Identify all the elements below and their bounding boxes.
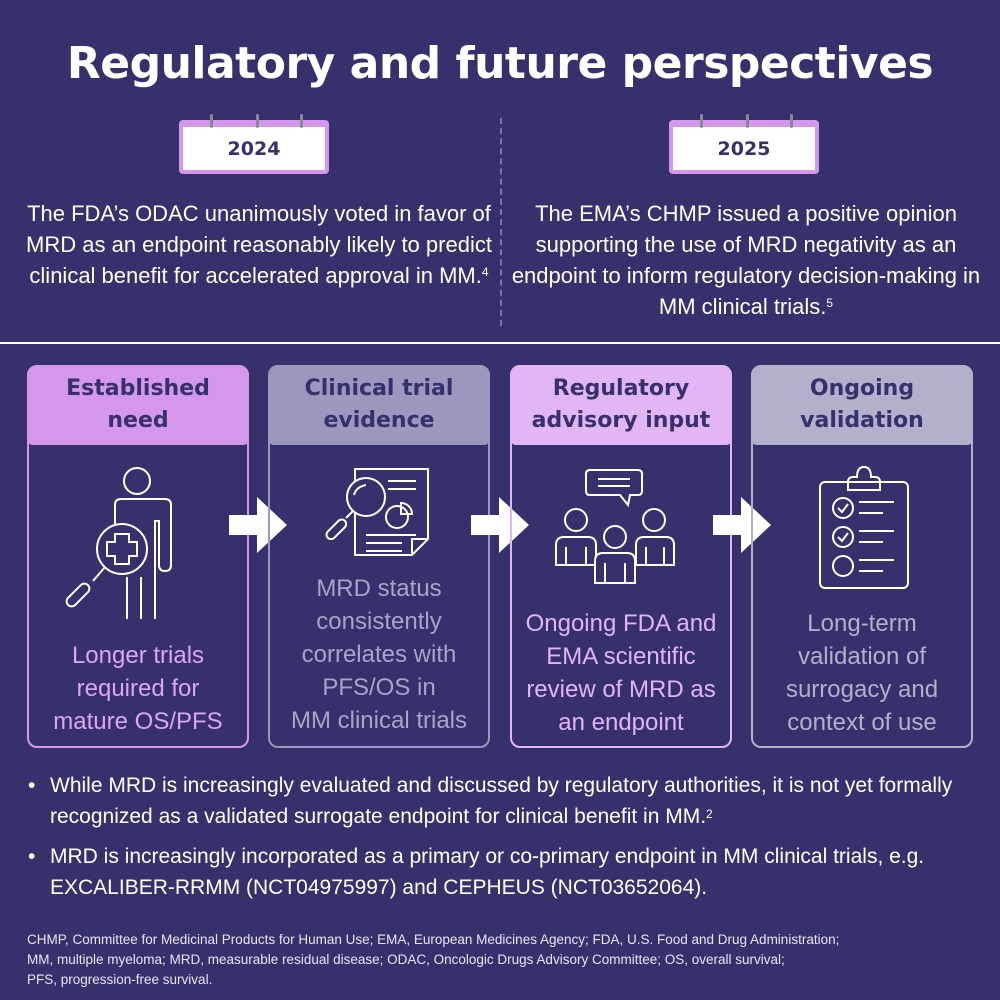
body-line: Long-term <box>807 610 917 637</box>
calendar-2024-icon: 2024 <box>179 114 329 174</box>
heading-line: validation <box>800 408 924 433</box>
body-line: consistently <box>316 608 442 635</box>
year-label-2024: 2024 <box>227 137 281 160</box>
body-line: MM clinical trials <box>290 707 467 734</box>
calendar-2025-icon: 2025 <box>669 114 819 174</box>
reference-number: 4 <box>481 265 489 279</box>
calendar-ring <box>210 114 213 128</box>
body-line: Ongoing FDA and <box>525 610 717 637</box>
arrow-right-icon <box>229 497 287 553</box>
body-line: PFS/OS in <box>322 674 436 701</box>
arrow-right-icon <box>713 497 771 553</box>
heading-line: need <box>107 408 169 433</box>
group-discussion-icon <box>555 469 675 584</box>
card-heading: Regulatory advisory input <box>510 365 732 445</box>
card-clinical-trial-evidence: Clinical trial evidence MRD status consis… <box>268 365 490 748</box>
page-title: Regulatory and future perspectives <box>66 38 934 89</box>
year-label-2025: 2025 <box>717 137 771 160</box>
reference-number: 5 <box>826 296 834 310</box>
section-divider <box>0 342 1000 344</box>
body-line: MRD status <box>316 575 442 602</box>
timeline-text-2024: The FDA’s ODAC unanimously voted in favo… <box>24 198 494 291</box>
arrow-right-icon <box>471 497 529 553</box>
calendar-ring <box>256 114 259 128</box>
heading-line: Established <box>66 376 210 401</box>
timeline-divider <box>500 118 502 326</box>
timeline-text-2025: The EMA’s CHMP issued a positive opinion… <box>511 198 981 322</box>
body-line: surrogacy and <box>785 676 939 703</box>
timeline-text: The EMA’s CHMP issued a positive opinion… <box>511 201 981 319</box>
timeline-text: The FDA’s ODAC unanimously voted in favo… <box>26 201 492 288</box>
clipboard-checklist-icon <box>819 465 909 589</box>
body-line: mature OS/PFS <box>53 708 223 735</box>
reference-number: 2 <box>706 807 713 821</box>
calendar-ring <box>790 114 793 128</box>
heading-line: Regulatory <box>552 376 690 401</box>
body-line: review of MRD as <box>526 676 716 703</box>
person-magnifier-medical-cross-icon <box>65 467 172 619</box>
heading-line: Clinical trial <box>304 376 454 401</box>
footnote-line: MM, multiple myeloma; MRD, measurable re… <box>27 952 785 967</box>
body-line: required for <box>76 675 200 702</box>
body-line: EMA scientific <box>546 643 696 670</box>
calendar-ring <box>700 114 703 128</box>
card-heading: Ongoing validation <box>751 365 973 445</box>
card-body: Longer trials required for mature OS/PFS <box>29 639 247 738</box>
body-line: context of use <box>787 709 937 736</box>
card-established-need: Established need Longer trials required f… <box>27 365 249 748</box>
calendar-ring <box>300 114 303 128</box>
document-magnifier-chart-icon <box>325 468 429 556</box>
bullet-dot: • <box>28 774 36 797</box>
bullet-text: While MRD is increasingly evaluated and … <box>50 770 978 832</box>
heading-line: evidence <box>323 408 435 433</box>
calendar-ring <box>746 114 749 128</box>
card-heading: Established need <box>27 365 249 445</box>
abbreviations-footnote: CHMP, Committee for Medicinal Products f… <box>27 930 977 990</box>
heading-line: advisory input <box>531 408 711 433</box>
footnote-line: PFS, progression-free survival. <box>27 972 213 987</box>
body-line: validation of <box>797 643 927 670</box>
card-heading: Clinical trial evidence <box>268 365 490 445</box>
bullet-dot: • <box>28 845 36 868</box>
bullet-text: MRD is increasingly incorporated as a pr… <box>50 845 925 899</box>
bullet-item: • While MRD is increasingly evaluated an… <box>28 770 978 832</box>
bullet-body: While MRD is increasingly evaluated and … <box>50 774 953 828</box>
body-line: correlates with <box>301 641 457 668</box>
footnote-line: CHMP, Committee for Medicinal Products f… <box>27 932 840 947</box>
card-body: Long-term validation of surrogacy and co… <box>753 607 971 739</box>
body-line: an endpoint <box>558 709 684 736</box>
card-body: Ongoing FDA and EMA scientific review of… <box>512 607 730 739</box>
body-line: Longer trials <box>71 642 205 669</box>
heading-line: Ongoing <box>809 376 915 401</box>
card-regulatory-advisory-input: Regulatory advisory input Ongoing FDA and… <box>510 365 732 748</box>
bullet-list: • While MRD is increasingly evaluated an… <box>28 770 978 912</box>
card-ongoing-validation: Ongoing validation Long-term validation o… <box>751 365 973 748</box>
card-body: MRD status consistently correlates with … <box>270 572 488 737</box>
bullet-item: • MRD is increasingly incorporated as a … <box>28 841 978 903</box>
